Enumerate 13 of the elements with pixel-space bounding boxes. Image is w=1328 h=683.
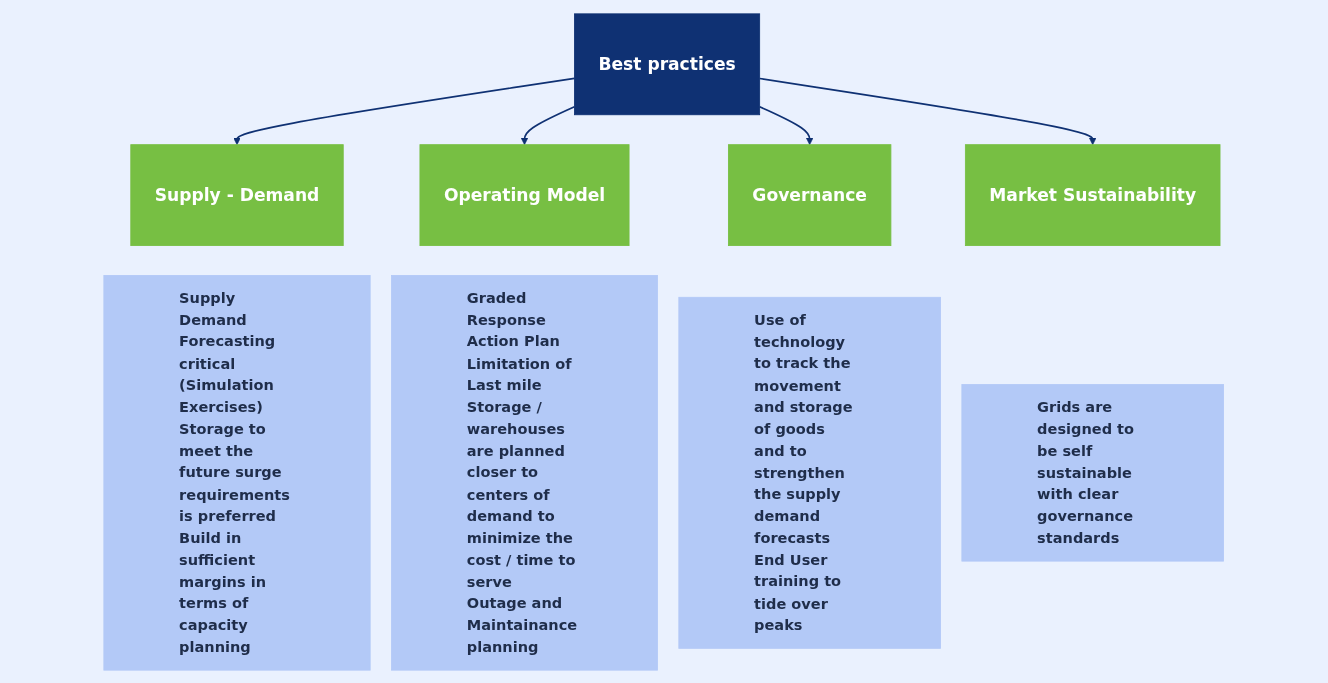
arrow — [521, 105, 576, 145]
node-box: Supply Demand Forecasting critical (Simulation Exercises) Storage to meet the future surge requirements is preferred Build in sufficient margins in terms of capacity planning — [103, 274, 371, 671]
node-box: Graded Response Action Plan Limitation of Last mile Storage / warehouses are planned closer to centers of demand to minimize the cost / time to serve Outage and Maintainance planning — [391, 274, 659, 671]
node-box: Market Sustainability — [965, 143, 1221, 246]
node-box: Grids are designed to be self sustainable with clear governance standards — [961, 383, 1225, 562]
node-box: Best practices — [574, 12, 761, 115]
node-box: Supply - Demand — [130, 143, 344, 246]
arrow — [759, 105, 814, 145]
node-box: Use of technology to track the movement and storage of goods and to strengthen the supply demand forecasts End User training to tide over peaks — [678, 296, 942, 649]
node-box: Governance — [728, 143, 892, 246]
arrow — [233, 77, 576, 145]
node-box: Operating Model — [419, 143, 630, 246]
arrow — [759, 77, 1097, 145]
